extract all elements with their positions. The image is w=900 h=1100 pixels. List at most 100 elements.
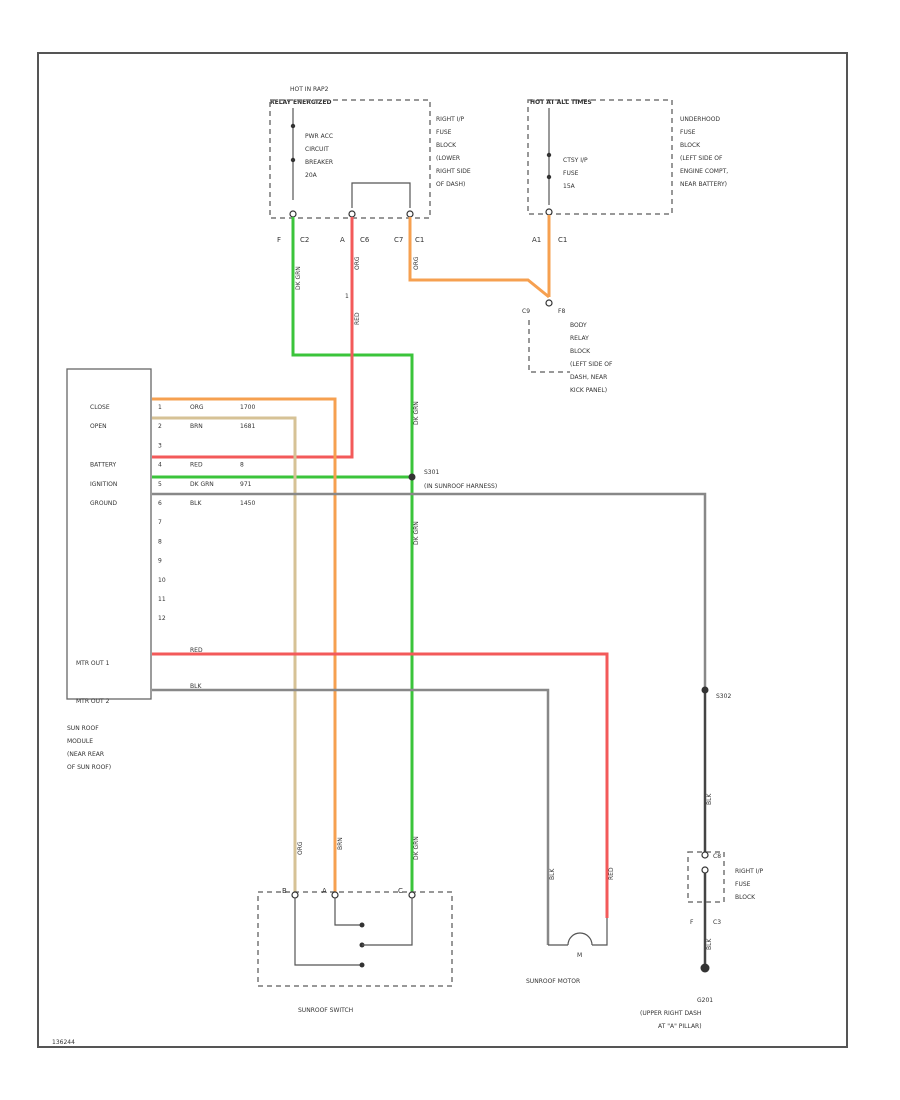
module-circuit-number: 971: [240, 481, 252, 488]
module-wire-color: BLK: [190, 500, 202, 507]
mtr2-wire-color: BLK: [190, 683, 202, 690]
brn-open-wire: [152, 416, 297, 892]
org-close-wire: [152, 397, 337, 892]
underhood-loc-2: FUSE: [680, 129, 696, 136]
fuse-location-1: RIGHT I/P: [436, 116, 464, 123]
relay-line-5: DASH, NEAR: [570, 374, 607, 381]
module-pin-number: 7: [158, 519, 162, 526]
ground-loc-2: AT "A" PILLAR): [658, 1023, 702, 1030]
ground-loc-1: (UPPER RIGHT DASH: [640, 1010, 701, 1017]
splice-s302: [701, 686, 709, 694]
switch-outline: [257, 891, 453, 987]
ground-pin-c3: C3: [713, 919, 721, 926]
fuse-location-5: RIGHT SIDE: [436, 168, 471, 175]
splice-s302-id: S302: [716, 693, 731, 700]
hot-header-relay: RELAY ENERGIZED: [270, 99, 331, 106]
module-pin-name: CLOSE: [90, 404, 110, 411]
ground-block-3: BLOCK: [735, 894, 756, 901]
motor-lead: [592, 918, 608, 946]
body-relay-block: C9 F8 BODY RELAY BLOCK (LEFT SIDE OF DAS…: [522, 299, 613, 394]
relay-pin-f8: F8: [558, 308, 565, 315]
relay-pin-c9: C9: [522, 308, 530, 315]
hot-all-times: HOT AT ALL TIMES: [530, 99, 592, 106]
connector-terminal: [289, 210, 297, 218]
wire-label-dkgrn-1: DK GRN: [295, 266, 302, 290]
circuit-number-c1: 1: [345, 293, 349, 300]
underhood-fuse-3: 15A: [563, 183, 576, 190]
relay-line-4: (LEFT SIDE OF: [570, 361, 613, 368]
relay-line-1: BODY: [570, 322, 587, 329]
module-pin-name: GROUND: [90, 500, 117, 507]
module-pin-number: 3: [158, 442, 162, 449]
right-ip-fuse-block: HOT IN RAP2 RELAY ENERGIZED PWR ACC CIRC…: [269, 86, 471, 244]
fuse-location-6: OF DASH): [436, 181, 465, 188]
pin-c1-underhood: C1: [558, 236, 567, 244]
wire-label-red-top: RED: [354, 312, 361, 325]
switch-name: SUNROOF SWITCH: [298, 1007, 353, 1014]
wire-label-blk-ground: BLK: [706, 793, 713, 805]
ground-fuse-block: C8 F C3 RIGHT I/P FUSE BLOCK: [687, 851, 763, 926]
ground-block-1: RIGHT I/P: [735, 868, 763, 875]
fuse-terminal: [546, 152, 552, 158]
module-circuit-number: 1700: [240, 404, 255, 411]
underhood-fuse-block: HOT AT ALL TIMES CTSY I/P FUSE 15A UNDER…: [527, 99, 728, 244]
wire-label-blk-g201: BLK: [706, 938, 713, 950]
red-motor-wire: [152, 652, 609, 918]
underhood-fuse-2: FUSE: [563, 170, 579, 177]
cb-terminal: [290, 123, 296, 129]
underhood-loc-6: NEAR BATTERY): [680, 181, 727, 188]
module-wire-color: RED: [190, 462, 203, 469]
switch-wire-b: [294, 898, 360, 966]
module-pin-number: 4: [158, 462, 162, 469]
bus-bar: [351, 182, 411, 208]
underhood-loc-5: ENGINE COMPT,: [680, 168, 728, 175]
connector-terminal: [348, 210, 356, 218]
module-pin-number: 9: [158, 558, 162, 565]
module-caption-3: (NEAR REAR: [67, 751, 104, 758]
wire-label-dkgrn-switch: DK GRN: [413, 836, 420, 860]
module-mtr-out-1: MTR OUT 1: [76, 660, 110, 667]
pin-a1: A1: [532, 236, 541, 244]
pin-a: A: [340, 236, 345, 244]
module-circuit-number: 1681: [240, 423, 255, 430]
module-mtr-out-2: MTR OUT 2: [76, 698, 110, 705]
pin-c6: C6: [360, 236, 370, 244]
connector-terminal: [406, 210, 414, 218]
blk-ground-wire: [152, 492, 707, 690]
module-wire-color: ORG: [190, 404, 204, 411]
switch-wire-c: [385, 898, 413, 946]
wire-label-org-switch: ORG: [297, 841, 304, 855]
pin-f: F: [277, 236, 281, 244]
underhood-loc-4: (LEFT SIDE OF: [680, 155, 723, 162]
cb-terminal: [290, 157, 296, 163]
pin-c1: C1: [415, 236, 424, 244]
relay-line-3: BLOCK: [570, 348, 591, 355]
ground-pin-c8: C8: [713, 853, 721, 860]
cb-label-3: BREAKER: [305, 159, 333, 166]
motor-m-mark: M: [577, 952, 582, 959]
org-relay-wire: [408, 217, 550, 299]
module-pin-number: 8: [158, 538, 162, 545]
wire-label-dkgrn-3: DK GRN: [413, 521, 420, 545]
diagram-frame: [37, 52, 848, 1048]
module-pin-number: 1: [158, 404, 162, 411]
underhood-loc-1: UNDERHOOD: [680, 116, 720, 123]
ground-terminal: [701, 851, 709, 859]
module-pin-number: 2: [158, 423, 162, 430]
switch-terminal: [331, 891, 339, 899]
module-pin-number: 12: [158, 615, 166, 622]
fuse-terminal: [546, 174, 552, 180]
relay-terminal: [545, 299, 553, 307]
ground-terminal: [701, 866, 709, 874]
fuse-block-outline: [269, 99, 431, 219]
cb-label-1: PWR ACC: [305, 133, 333, 140]
cb-label-2: CIRCUIT: [305, 146, 329, 153]
module-caption-2: MODULE: [67, 738, 93, 745]
switch-contact: [359, 922, 365, 928]
switch-contact: [359, 962, 365, 968]
red-battery-wire: [152, 217, 354, 459]
mtr1-wire-color: RED: [190, 647, 203, 654]
underhood-loc-3: BLOCK: [680, 142, 701, 149]
